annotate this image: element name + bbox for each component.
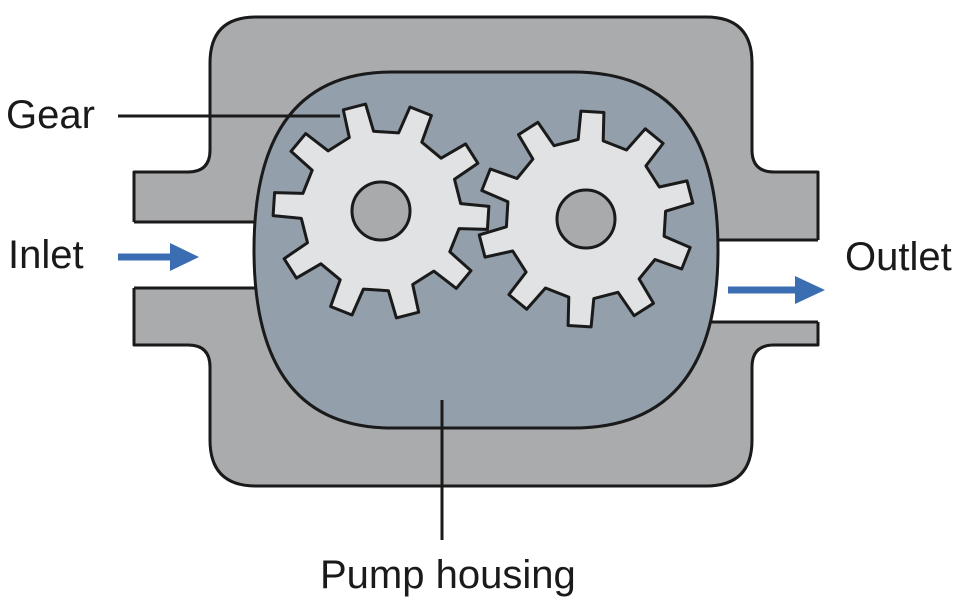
gear-right	[477, 109, 695, 329]
pump-housing-label: Pump housing	[320, 553, 576, 597]
inlet-label: Inlet	[8, 233, 84, 277]
outlet-arrow-icon	[728, 276, 825, 304]
gear-hub	[555, 188, 617, 250]
inlet-arrow-icon	[118, 243, 199, 271]
gear-hub	[350, 180, 412, 242]
gear-left	[271, 102, 491, 320]
outlet-label: Outlet	[845, 235, 952, 279]
gear-label: Gear	[6, 93, 95, 137]
